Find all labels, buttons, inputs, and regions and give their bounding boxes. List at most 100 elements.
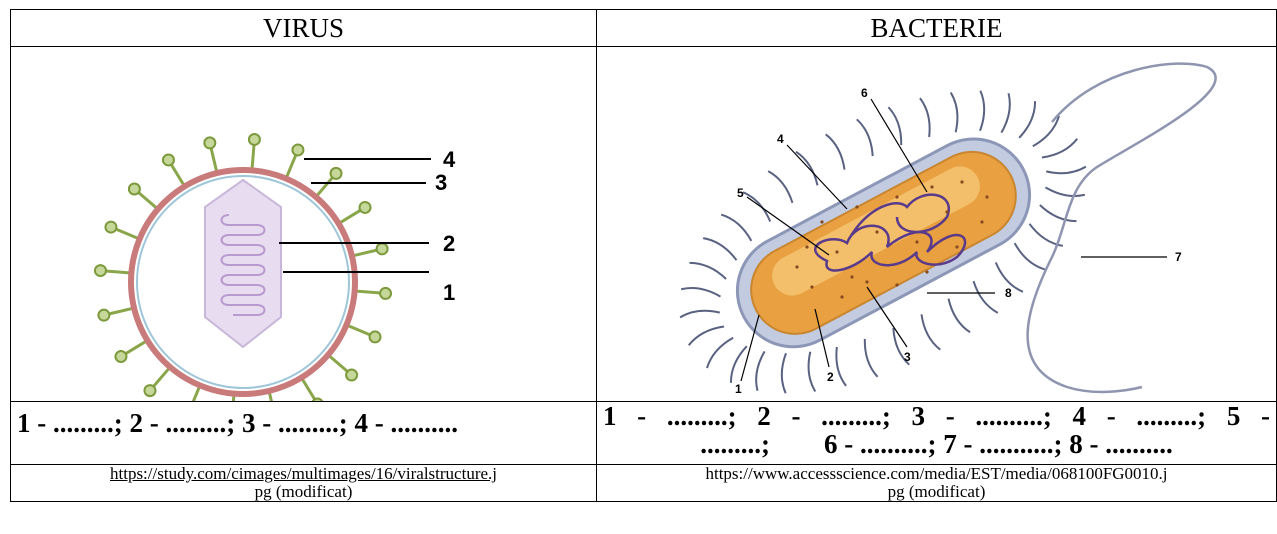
bacteria-pilus xyxy=(1015,243,1045,269)
bacteria-label-3: 3 xyxy=(904,350,911,364)
bacteria-diagram: 6 4 5 7 8 3 2 1 xyxy=(597,47,1277,401)
bacteria-diagram-cell: 6 4 5 7 8 3 2 1 xyxy=(597,47,1277,402)
bacteria-label-1: 1 xyxy=(735,382,742,396)
virus-spike-stalk xyxy=(287,155,296,177)
virus-spike-stalk xyxy=(171,164,184,184)
virus-label-3: 3 xyxy=(435,170,447,195)
bacteria-pilus xyxy=(809,352,816,392)
virus-answer-blanks: 1 - .........; 2 - .........; 3 - ......… xyxy=(11,402,597,465)
virus-spike-head xyxy=(204,137,215,148)
comparison-table: VIRUS BACTERIE 4 3 2 1 xyxy=(10,9,1277,502)
bacteria-pilus xyxy=(768,171,792,203)
virus-spike-head xyxy=(380,288,391,299)
bacteria-source: https://www.accessscience.com/media/EST/… xyxy=(597,465,1277,502)
virus-spike-stalk xyxy=(340,210,360,223)
virus-spike-head xyxy=(115,351,126,362)
bacteria-ribosome xyxy=(850,275,853,278)
bacteria-ribosome xyxy=(820,220,823,223)
virus-spike-head xyxy=(312,399,323,401)
bacteria-answer-blanks: 1 - .........; 2 - .........; 3 - ......… xyxy=(597,402,1277,465)
bacteria-ribosome xyxy=(795,265,798,268)
bacteria-pilus xyxy=(921,314,940,349)
bacteria-pilus xyxy=(756,351,764,390)
virus-spike-head xyxy=(331,168,342,179)
bacteria-ribosome xyxy=(875,230,878,233)
bacteria-label-2: 2 xyxy=(827,370,834,384)
virus-source-suffix: pg (modificat) xyxy=(255,482,353,501)
bacteria-ribosome xyxy=(835,250,838,253)
bacteria-ribosome xyxy=(895,283,898,286)
virus-diagram-cell: 4 3 2 1 xyxy=(11,47,597,402)
bacteria-label-6: 6 xyxy=(861,86,868,100)
virus-diagram: 4 3 2 1 xyxy=(11,47,597,401)
virus-spike-stalk xyxy=(348,326,370,335)
bacteria-ribosome xyxy=(810,285,813,288)
bacteria-blanks-line2: .........; 6 - ..........; 7 - .........… xyxy=(603,430,1270,458)
virus-source-link[interactable]: https://study.com/cimages/multimages/16/… xyxy=(110,465,497,484)
bacteria-ribosome xyxy=(980,220,983,223)
bacteria-pilus xyxy=(949,299,971,333)
bacteria-blanks-line1: 1 - .........; 2 - .........; 3 - ......… xyxy=(603,402,1270,430)
virus-spike-stalk xyxy=(116,229,138,238)
bacteria-pilus xyxy=(1046,187,1085,196)
bacteria-pilus xyxy=(951,93,958,133)
bacteria-pilus xyxy=(1019,101,1035,138)
bacteria-leader-4 xyxy=(787,145,847,209)
virus-spike-head xyxy=(98,310,109,321)
virus-spike-stalk xyxy=(105,271,129,273)
virus-spike-stalk xyxy=(317,177,333,195)
bacteria-source-url: https://www.accessscience.com/media/EST/… xyxy=(705,465,1167,484)
bacteria-pilus xyxy=(689,263,726,279)
virus-spike-stalk xyxy=(190,387,199,401)
bacteria-pilus xyxy=(1046,167,1086,174)
virus-spike-stalk xyxy=(357,291,381,293)
bacteria-ribosome xyxy=(930,185,933,188)
bacteria-ribosome xyxy=(960,180,963,183)
bacteria-pilus xyxy=(689,327,724,346)
bacteria-pilus xyxy=(980,91,984,131)
virus-spike-head xyxy=(360,202,371,213)
virus-spike-stalk xyxy=(138,192,156,208)
virus-spike-stalk xyxy=(302,379,315,399)
virus-spike-stalk xyxy=(252,144,254,168)
bacteria-label-7: 7 xyxy=(1175,250,1182,264)
bacteria-pilus xyxy=(721,215,751,241)
virus-spike-head xyxy=(377,243,388,254)
bacteria-pilus xyxy=(1001,93,1009,132)
virus-spike-head xyxy=(163,154,174,165)
bacteria-label-4: 4 xyxy=(777,132,784,146)
virus-spike-head xyxy=(249,134,260,145)
bacteria-ribosome xyxy=(925,270,928,273)
virus-label-2: 2 xyxy=(443,231,455,256)
virus-spike-stalk xyxy=(330,356,348,372)
bacteria-source-suffix: pg (modificat) xyxy=(888,482,986,501)
bacteria-ribosome xyxy=(805,245,808,248)
virus-spike-head xyxy=(346,370,357,381)
bacteria-pilus xyxy=(1042,139,1077,158)
virus-spike-head xyxy=(144,385,155,396)
virus-spike-head xyxy=(105,222,116,233)
bacteria-pilus xyxy=(1033,116,1059,146)
virus-spike-stalk xyxy=(109,308,132,314)
bacteria-pilus xyxy=(731,346,747,383)
virus-spike-stalk xyxy=(269,393,275,401)
bacteria-ribosome xyxy=(895,195,898,198)
bacteria-ribosome xyxy=(955,245,958,248)
virus-spike-stalk xyxy=(153,369,169,387)
virus-spike-head xyxy=(370,331,381,342)
virus-spike-stalk xyxy=(211,148,217,171)
virus-spike-stalk xyxy=(125,341,145,354)
bacteria-pilus xyxy=(826,134,845,169)
bacteria-ribosome xyxy=(985,195,988,198)
bacteria-pilus xyxy=(1040,205,1077,221)
bacteria-pilus xyxy=(865,339,878,377)
bacteria-header: BACTERIE xyxy=(597,10,1277,47)
virus-label-1: 1 xyxy=(443,280,455,305)
bacteria-pilus xyxy=(920,98,930,137)
bacteria-ribosome xyxy=(840,295,843,298)
bacteria-pilus xyxy=(703,238,736,260)
bacteria-pilus xyxy=(857,119,873,156)
bacteria-ribosome xyxy=(945,210,948,213)
virus-header: VIRUS xyxy=(11,10,597,47)
virus-source: https://study.com/cimages/multimages/16/… xyxy=(11,465,597,502)
